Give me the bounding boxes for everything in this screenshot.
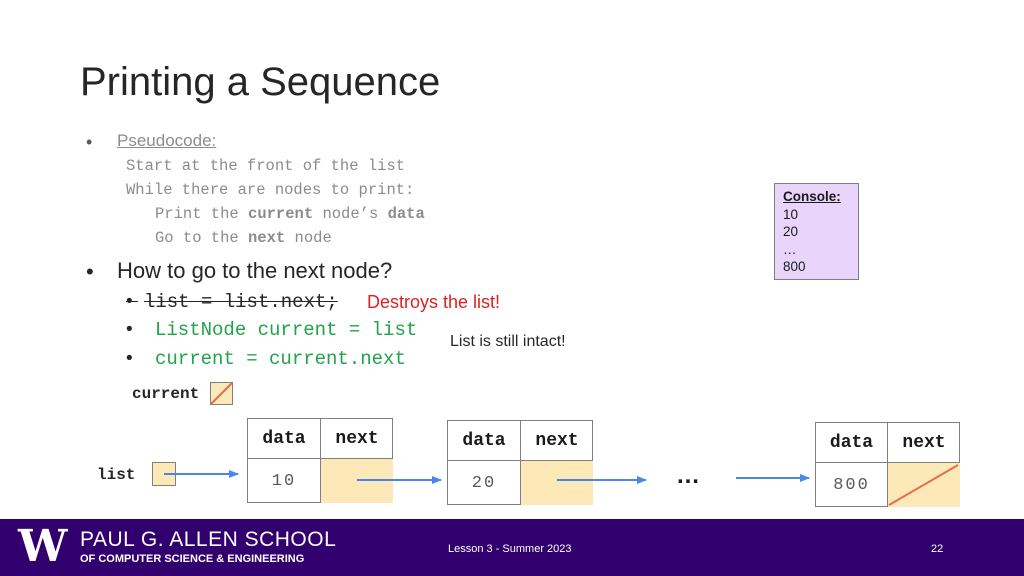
bullet-pseudocode: • xyxy=(86,132,93,152)
ellipsis: … xyxy=(676,462,700,489)
pseudocode-line-4: Go to the next node xyxy=(155,229,332,247)
node-2-next-field xyxy=(521,461,593,505)
node-1-data-header: data xyxy=(248,419,321,459)
slide-title: Printing a Sequence xyxy=(80,60,441,104)
page-number: 22 xyxy=(931,543,944,555)
pseudocode-line-1: Start at the front of the list xyxy=(126,157,406,175)
option-good-2-code: current = current.next xyxy=(155,348,406,370)
current-pointer-box xyxy=(210,382,233,405)
school-subtitle: OF COMPUTER SCIENCE & ENGINEERING xyxy=(80,553,305,565)
list-node-1: data next 10 xyxy=(247,418,393,503)
option-bad-code: list = list.next; xyxy=(143,291,338,313)
list-pointer-box xyxy=(152,462,176,486)
node-2-next-header: next xyxy=(521,421,593,461)
node-3-next-field xyxy=(888,463,960,507)
node-2-data-header: data xyxy=(448,421,521,461)
current-variable-label: current xyxy=(132,385,200,403)
node-3-data-header: data xyxy=(816,423,888,463)
pseudocode-line-3: Print the current node’s data xyxy=(155,205,425,223)
node-3-data-value: 800 xyxy=(816,463,888,507)
lesson-label: Lesson 3 - Summer 2023 xyxy=(448,543,572,555)
option-bad-note: Destroys the list! xyxy=(367,292,501,312)
option-good-1-code: ListNode current = list xyxy=(155,319,418,341)
console-box: Console: 10 20 … 800 xyxy=(774,183,859,280)
node-1-data-value: 10 xyxy=(248,459,321,503)
uw-logo-icon: W xyxy=(18,521,68,572)
option-good-2-bullet: • xyxy=(126,348,133,369)
list-node-3: data next 800 xyxy=(815,422,960,507)
pseudocode-line-2: While there are nodes to print: xyxy=(126,181,415,199)
console-line: 800 xyxy=(783,259,806,274)
option-good-1-bullet: • xyxy=(126,319,133,340)
list-node-2: data next 20 xyxy=(447,420,593,505)
console-line: … xyxy=(783,241,797,257)
console-line: 20 xyxy=(783,224,799,239)
footer-bar: W PAUL G. ALLEN SCHOOL OF COMPUTER SCIEN… xyxy=(0,519,1024,576)
console-line: 10 xyxy=(783,206,799,222)
pseudocode-heading: Pseudocode: xyxy=(117,131,217,150)
school-name: PAUL G. ALLEN SCHOOL xyxy=(80,528,337,551)
option-bad: • list = list.next; xyxy=(126,291,338,313)
option-good-note: List is still intact! xyxy=(450,333,566,350)
node-1-next-header: next xyxy=(321,419,393,459)
node-3-next-header: next xyxy=(888,423,960,463)
node-1-next-field xyxy=(321,459,393,503)
bullet-question: • xyxy=(86,259,94,284)
question-text: How to go to the next node? xyxy=(117,258,393,283)
node-2-data-value: 20 xyxy=(448,461,521,505)
list-variable-label: list xyxy=(97,466,136,484)
console-heading: Console: xyxy=(783,189,841,204)
